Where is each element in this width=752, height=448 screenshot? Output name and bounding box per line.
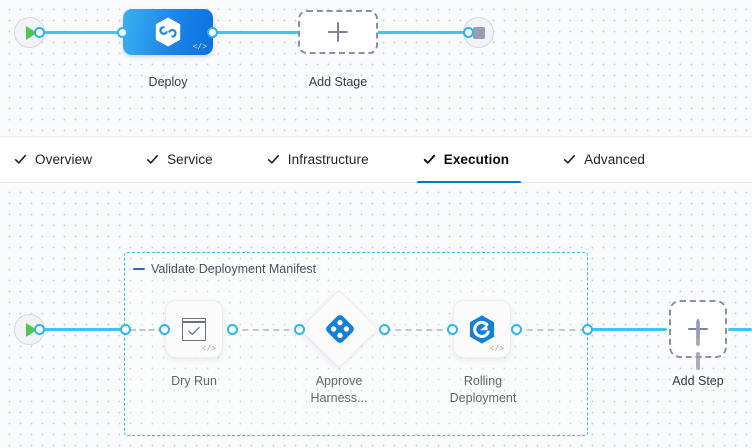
- edge-addstage-to-end: [376, 31, 468, 34]
- check-icon: [14, 154, 27, 164]
- check-icon: [146, 154, 159, 164]
- scrollbar-track-mark: [696, 352, 700, 370]
- edge-deploy-to-addstage: [211, 31, 303, 34]
- add-stage-button[interactable]: [298, 10, 378, 54]
- add-step-label: Add Step: [672, 374, 724, 388]
- port-approval-out[interactable]: [379, 324, 390, 335]
- tab-label: Service: [167, 152, 213, 167]
- edge-start-to-group: [36, 328, 128, 331]
- check-icon: [564, 154, 576, 164]
- stage-label-deploy: Deploy: [148, 75, 188, 89]
- pipeline-start-node[interactable]: [14, 17, 45, 48]
- stop-icon: [472, 26, 485, 39]
- port-dryrun-in[interactable]: [159, 324, 170, 335]
- code-badge-icon: </>: [489, 345, 504, 354]
- edge-group-to-addstep: [587, 328, 667, 331]
- tab-infrastructure[interactable]: Infrastructure: [267, 137, 387, 183]
- step-group-collapse-toggle[interactable]: Validate Deployment Manifest: [133, 262, 316, 276]
- stage-node-deploy[interactable]: </>: [123, 9, 213, 55]
- port-end-in[interactable]: [463, 27, 474, 38]
- scrollbar-thumb[interactable]: [696, 320, 700, 346]
- tab-execution[interactable]: Execution: [416, 137, 527, 184]
- port-dryrun-out[interactable]: [227, 324, 238, 335]
- rolling-deployment-icon: [469, 314, 495, 344]
- check-icon: [267, 154, 279, 164]
- harness-hexagon-icon: [155, 17, 181, 47]
- play-icon: [25, 25, 37, 40]
- step-label-rolling-deployment: Rolling Deployment: [449, 374, 517, 405]
- approval-diamond-icon: [326, 315, 354, 343]
- tab-label: Advanced: [584, 152, 645, 167]
- edge-rolling-to-group-out: [516, 329, 586, 331]
- add-stage-label: Add Stage: [308, 75, 368, 89]
- edge-dryrun-to-approval: [232, 329, 300, 331]
- port-deploy-out[interactable]: [207, 27, 218, 38]
- port-rolling-in[interactable]: [447, 324, 458, 335]
- tab-label: Overview: [35, 152, 93, 167]
- edge-group-in-to-dryrun: [130, 329, 164, 331]
- check-icon: [423, 154, 435, 164]
- port-start-out[interactable]: [34, 27, 45, 38]
- code-badge-icon: </>: [201, 345, 216, 354]
- minus-icon: [133, 267, 145, 271]
- step-node-dry-run[interactable]: </>: [165, 300, 223, 358]
- step-label-approval: Approve Harness...: [310, 374, 368, 405]
- step-label-dry-run: Dry Run: [171, 374, 217, 388]
- edge-approval-to-rolling: [385, 329, 453, 331]
- step-group-title: Validate Deployment Manifest: [151, 262, 317, 276]
- port-deploy-in[interactable]: [117, 27, 128, 38]
- play-icon: [25, 322, 37, 337]
- code-badge-icon: </>: [192, 43, 207, 52]
- execution-canvas[interactable]: Validate Deployment Manifest </> Dry Run: [0, 183, 752, 448]
- tab-overview[interactable]: Overview: [14, 137, 110, 183]
- tab-label: Execution: [443, 152, 510, 167]
- port-group-out[interactable]: [582, 324, 593, 335]
- tab-advanced[interactable]: Advanced: [563, 137, 663, 183]
- edge-start-to-deploy: [36, 31, 131, 34]
- port-exec-start-out[interactable]: [34, 324, 45, 335]
- stage-tabs: Overview Service Infrastructure Executio…: [0, 136, 752, 184]
- dry-run-check-icon: [182, 317, 206, 341]
- step-node-rolling-deployment[interactable]: </>: [453, 300, 511, 358]
- edge-addstep-trailing: [728, 328, 752, 331]
- port-rolling-out[interactable]: [511, 324, 522, 335]
- port-approval-in[interactable]: [294, 324, 305, 335]
- tab-label: Infrastructure: [287, 152, 369, 167]
- port-group-in[interactable]: [120, 324, 131, 335]
- stage-canvas[interactable]: </> Deploy Add Stage: [0, 0, 752, 136]
- tab-service[interactable]: Service: [146, 137, 231, 183]
- plus-icon: [328, 22, 348, 42]
